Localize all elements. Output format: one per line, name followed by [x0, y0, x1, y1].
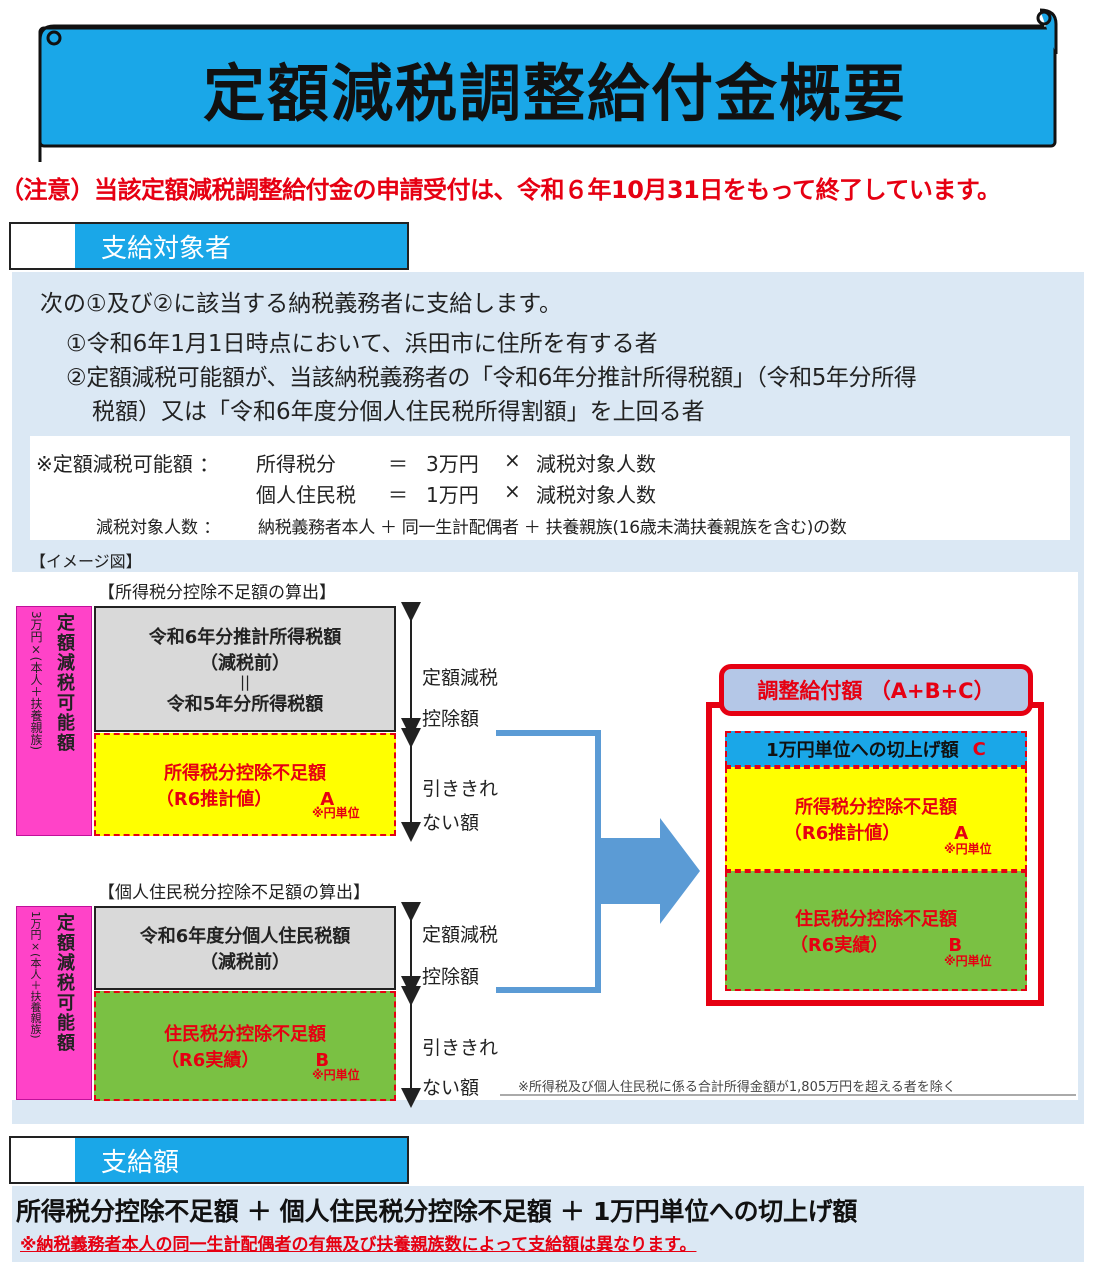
- formula-row1-value: 3万円: [426, 452, 479, 476]
- resident-deduction-label-2: 控除額: [422, 966, 480, 988]
- resident-shortfall-label-1: 引ききれ: [422, 1037, 499, 1059]
- closing-notice: （注意）当該定額減税調整給付金の申請受付は、令和６年10月31日をもって終了して…: [0, 176, 1001, 204]
- formula-row1-label: 所得税分: [256, 452, 336, 476]
- formula-row2-value: 1万円: [426, 483, 479, 507]
- eligibility-heading: 支給対象者: [9, 222, 409, 270]
- amount-note: ※納税義務者本人の同一生計配偶者の有無及び扶養親族数によって支給額は異なります。: [20, 1235, 697, 1255]
- income-deduction-label-2: 控除額: [422, 708, 480, 730]
- resident-tax-yen-note: ※円単位: [312, 1068, 360, 1082]
- amount-formula: 所得税分控除不足額 ＋ 個人住民税分控除不足額 ＋ 1万円単位への切上げ額: [16, 1197, 858, 1226]
- amount-panel: [12, 1186, 1084, 1262]
- income-tax-gray-box: 令和6年分推計所得税額 （減税前） || 令和5年分所得税額: [94, 606, 396, 732]
- formula-row1-times: ×: [504, 448, 521, 472]
- roundup-box: 1万円単位への切上げ額 C: [725, 731, 1027, 767]
- eligibility-lead: 次の①及び②に該当する納税義務者に支給します。: [40, 291, 562, 317]
- formula-row3-text: 納税義務者本人 ＋ 同一生計配偶者 ＋ 扶養親族(16歳未満扶養親族を含む)の数: [258, 518, 847, 538]
- income-tax-side-label: 定額減税可能額 3万円×(本人＋扶養親族): [16, 606, 92, 836]
- title-banner: [38, 8, 1058, 162]
- resident-shortfall-label-2: ない額: [422, 1077, 480, 1099]
- result-green-box: 住民税分控除不足額 （R6実績）B: [725, 871, 1027, 991]
- resident-tax-green-box: 住民税分控除不足額 （R6実績）B: [94, 991, 396, 1101]
- resident-deduction-label-1: 定額減税: [422, 924, 499, 946]
- formula-row1-target: 減税対象人数: [536, 452, 656, 476]
- result-yellow-yen-note: ※円単位: [944, 842, 992, 856]
- income-tax-yen-note: ※円単位: [312, 806, 360, 820]
- income-deduction-label-1: 定額減税: [422, 667, 499, 689]
- image-label: 【イメージ図】: [30, 552, 142, 571]
- formula-row2-eq: ＝: [388, 483, 408, 507]
- resident-tax-gray-box: 令和6年度分個人住民税額 （減税前）: [94, 906, 396, 990]
- result-yellow-box: 所得税分控除不足額 （R6推計値）A: [725, 767, 1027, 871]
- income-shortfall-label-1: 引ききれ: [422, 778, 499, 800]
- eligibility-item-2-line2: 税額）又は「令和6年度分個人住民税所得割額」を上回る者: [92, 399, 705, 425]
- formula-row2-label: 個人住民税: [256, 483, 356, 507]
- page-title: 定額減税調整給付金概要: [202, 57, 907, 130]
- formula-row3-label: 減税対象人数 ：: [96, 518, 221, 538]
- eligibility-item-2-line1: ②定額減税可能額が、当該納税義務者の「令和6年分推計所得税額」（令和5年分所得: [66, 365, 917, 391]
- amount-heading: 支給額: [9, 1136, 409, 1184]
- income-tax-title: 【所得税分控除不足額の算出】: [98, 583, 336, 603]
- formula-box: [30, 436, 1070, 540]
- result-green-yen-note: ※円単位: [944, 954, 992, 968]
- formula-row2-target: 減税対象人数: [536, 483, 656, 507]
- formula-prefix: ※定額減税可能額 ：: [36, 452, 220, 476]
- high-income-footnote: ※所得税及び個人住民税に係る合計所得金額が1,805万円を超える者を除く: [518, 1080, 956, 1095]
- income-shortfall-label-2: ない額: [422, 812, 480, 834]
- formula-row2-times: ×: [504, 479, 521, 503]
- income-tax-yellow-box: 所得税分控除不足額 （R6推計値）A: [94, 733, 396, 836]
- result-header: 調整給付額 （A+B+C）: [719, 664, 1033, 716]
- eligibility-item-1: ①令和6年1月1日時点において、浜田市に住所を有する者: [66, 331, 658, 357]
- formula-row1-eq: ＝: [388, 452, 408, 476]
- resident-tax-side-label: 定額減税可能額 1万円×(本人＋扶養親族): [16, 906, 92, 1100]
- resident-tax-title: 【個人住民税分控除不足額の算出】: [98, 883, 370, 903]
